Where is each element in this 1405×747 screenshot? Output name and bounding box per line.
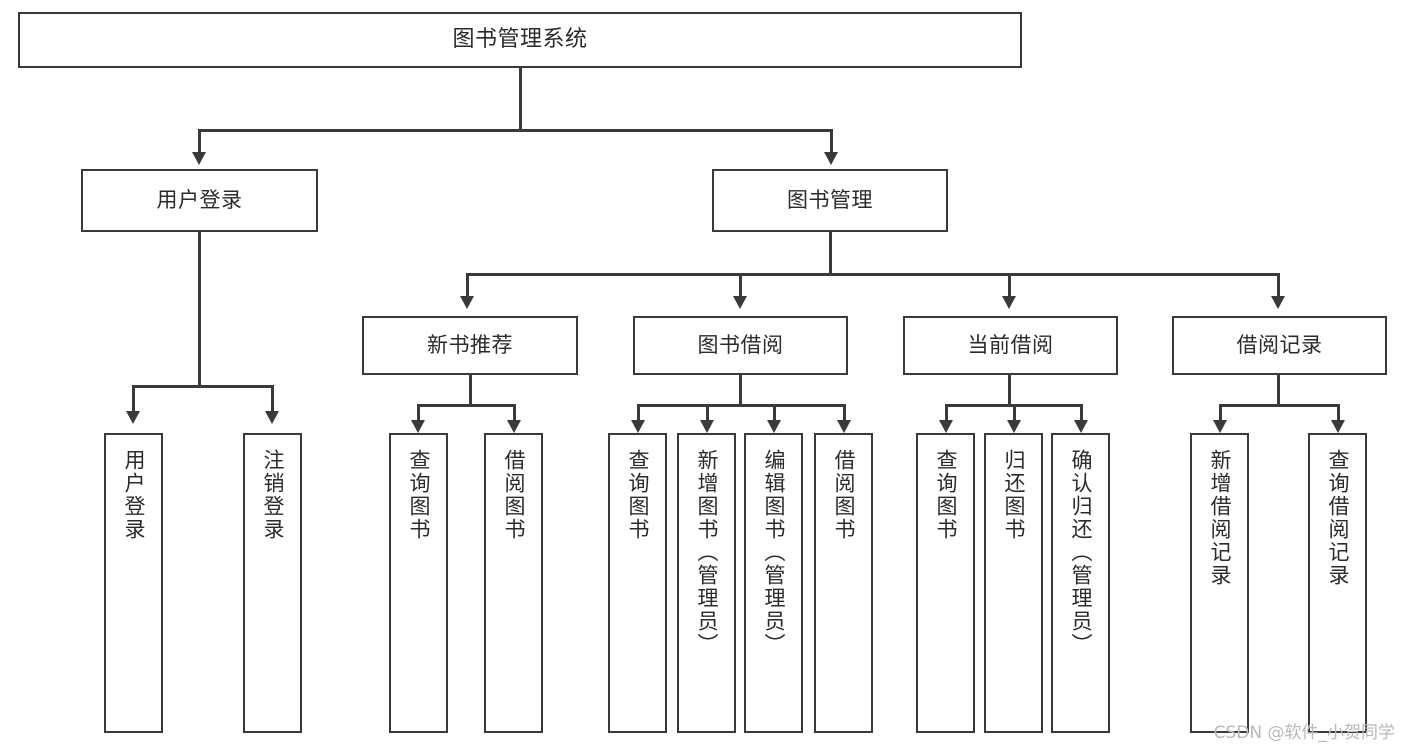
node-new-book-recommend[interactable]: 新书推荐: [362, 316, 578, 375]
arrowhead-user-login-leaf-1: [126, 411, 140, 424]
leaf-label: 借阅图书: [502, 449, 526, 541]
connector-book-mgmt-to-l3-1: [466, 273, 469, 298]
leaf-new-book-recommend-2[interactable]: 借阅图书: [484, 433, 543, 733]
arrowhead-book-borrow-leaf-3: [767, 420, 781, 433]
arrowhead-book-borrow-leaf-4: [837, 420, 851, 433]
connector-book-mgmt-to-l3-3: [1008, 273, 1011, 298]
node-book-borrow[interactable]: 图书借阅: [633, 316, 848, 375]
leaf-label: 查询图书: [934, 449, 958, 541]
arrowhead-user-login-leaf-2: [265, 411, 279, 424]
leaf-current-borrow-3[interactable]: 确认归还（管理员）: [1051, 433, 1110, 733]
connector-book-mgmt-to-l3-2: [739, 273, 742, 298]
arrowhead-l3-3: [1002, 296, 1016, 309]
connector-new-book-to-leaf-2: [513, 404, 516, 422]
connector-user-login-bar: [132, 385, 271, 388]
leaf-new-book-recommend-1[interactable]: 查询图书: [389, 433, 448, 733]
leaf-label: 新增图书（管理员）: [695, 449, 719, 656]
connector-current-borrow-stem: [1008, 375, 1011, 406]
leaf-borrow-record-1[interactable]: 新增借阅记录: [1190, 433, 1249, 733]
arrowhead-book-borrow-leaf-1: [631, 420, 645, 433]
arrowhead-current-borrow-leaf-1: [939, 420, 953, 433]
arrowhead-root-to-book-mgmt: [824, 152, 838, 165]
connector-book-borrow-stem: [739, 375, 742, 406]
node-borrow-record[interactable]: 借阅记录: [1172, 316, 1387, 375]
connector-book-borrow-bar: [637, 404, 845, 407]
leaf-label: 编辑图书（管理员）: [762, 449, 786, 656]
connector-new-book-stem: [469, 375, 472, 406]
node-label: 图书管理系统: [452, 26, 588, 52]
connector-root-stem: [519, 68, 522, 130]
leaf-book-borrow-4[interactable]: 借阅图书: [814, 433, 873, 733]
arrowhead-new-book-leaf-2: [507, 420, 521, 433]
leaf-user-login-1[interactable]: 用户登录: [104, 433, 163, 733]
connector-book-borrow-to-leaf-3: [773, 404, 776, 422]
arrowhead-borrow-record-leaf-1: [1213, 420, 1227, 433]
leaf-label: 借阅图书: [832, 449, 856, 541]
arrowhead-borrow-record-leaf-2: [1331, 420, 1345, 433]
node-current-borrow[interactable]: 当前借阅: [903, 316, 1118, 375]
connector-book-borrow-to-leaf-4: [843, 404, 846, 422]
connector-borrow-record-to-leaf-1: [1219, 404, 1222, 422]
leaf-label: 新增借阅记录: [1208, 449, 1232, 587]
leaf-label: 查询图书: [407, 449, 431, 541]
leaf-label: 确认归还（管理员）: [1069, 449, 1093, 656]
leaf-book-borrow-1[interactable]: 查询图书: [608, 433, 667, 733]
connector-current-borrow-to-leaf-3: [1080, 404, 1083, 422]
node-label: 图书管理: [787, 187, 873, 212]
leaf-book-borrow-3[interactable]: 编辑图书（管理员）: [744, 433, 803, 733]
arrowhead-book-borrow-leaf-2: [700, 420, 714, 433]
leaf-book-borrow-2[interactable]: 新增图书（管理员）: [677, 433, 736, 733]
leaf-current-borrow-1[interactable]: 查询图书: [916, 433, 975, 733]
connector-user-login-to-leaf-1: [132, 385, 135, 413]
leaf-label: 归还图书: [1002, 449, 1026, 541]
arrowhead-new-book-leaf-1: [411, 420, 425, 433]
connector-borrow-record-stem: [1277, 375, 1280, 406]
connector-book-borrow-to-leaf-1: [637, 404, 640, 422]
connector-root-to-user-login: [198, 129, 201, 155]
node-label: 借阅记录: [1236, 332, 1323, 357]
connector-borrow-record-to-leaf-2: [1337, 404, 1340, 422]
connector-current-borrow-to-leaf-2: [1013, 404, 1016, 422]
connector-book-borrow-to-leaf-2: [706, 404, 709, 422]
node-book-management[interactable]: 图书管理: [712, 169, 948, 232]
leaf-label: 注销登录: [261, 449, 285, 541]
arrowhead-root-to-user-login: [192, 152, 206, 165]
connector-new-book-bar: [417, 404, 515, 407]
node-label: 图书借阅: [697, 332, 784, 357]
watermark-text: CSDN @软件_小贺同学: [1213, 723, 1395, 743]
connector-user-login-stem: [198, 232, 201, 387]
arrowhead-l3-2: [733, 296, 747, 309]
connector-book-mgmt-bar: [466, 273, 1280, 276]
connector-borrow-record-bar: [1219, 404, 1339, 407]
connector-current-borrow-to-leaf-1: [945, 404, 948, 422]
node-label: 用户登录: [156, 187, 243, 212]
leaf-current-borrow-2[interactable]: 归还图书: [984, 433, 1043, 733]
node-label: 新书推荐: [427, 332, 513, 357]
node-root-system[interactable]: 图书管理系统: [18, 12, 1022, 68]
connector-user-login-to-leaf-2: [271, 385, 274, 413]
node-user-login[interactable]: 用户登录: [81, 169, 318, 232]
arrowhead-l3-4: [1271, 296, 1285, 309]
connector-book-mgmt-stem: [829, 232, 832, 275]
leaf-label: 用户登录: [122, 449, 146, 541]
node-label: 当前借阅: [967, 332, 1054, 357]
connector-new-book-to-leaf-1: [417, 404, 420, 422]
leaf-label: 查询图书: [626, 449, 650, 541]
arrowhead-current-borrow-leaf-2: [1007, 420, 1021, 433]
leaf-label: 查询借阅记录: [1326, 449, 1350, 587]
connector-root-bar: [198, 129, 832, 132]
arrowhead-l3-1: [460, 296, 474, 309]
connector-book-mgmt-to-l3-4: [1277, 273, 1280, 298]
leaf-user-login-2[interactable]: 注销登录: [243, 433, 302, 733]
connector-root-to-book-mgmt: [830, 129, 833, 155]
leaf-borrow-record-2[interactable]: 查询借阅记录: [1308, 433, 1367, 733]
arrowhead-current-borrow-leaf-3: [1074, 420, 1088, 433]
